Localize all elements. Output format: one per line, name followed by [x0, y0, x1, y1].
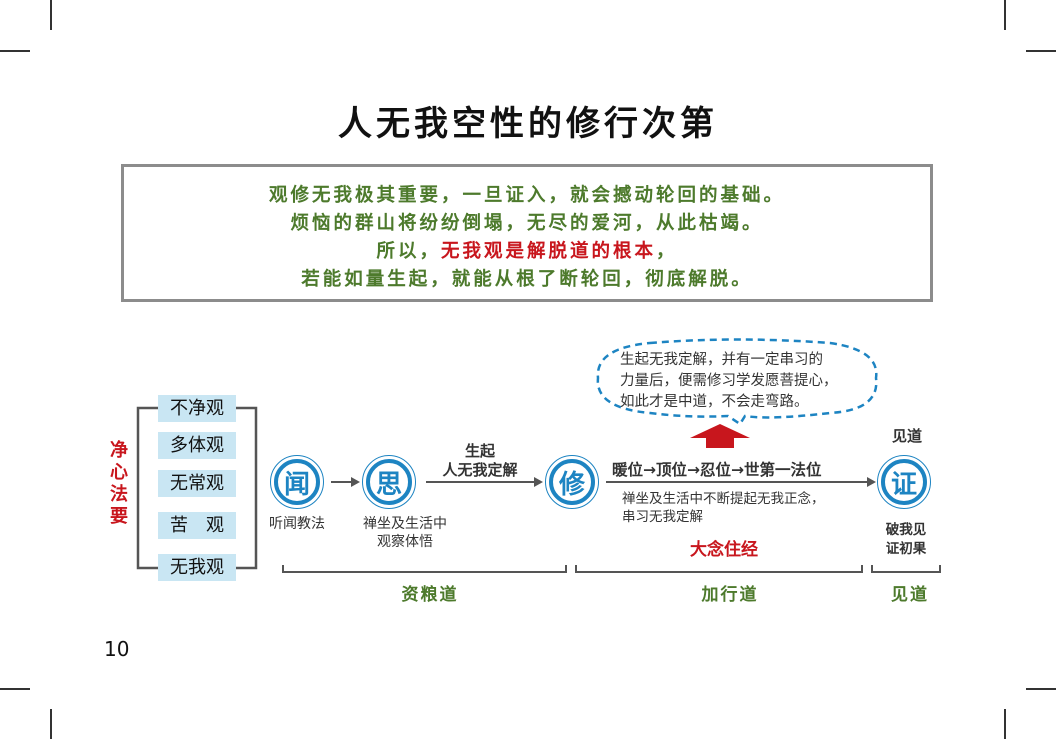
- intro-line-3: 所以，无我观是解脱道的根本，: [124, 237, 930, 263]
- method-wuwo: 无我观: [158, 554, 236, 581]
- crop-mark: [1004, 709, 1006, 739]
- arrow-label: 生起 人无我定解: [428, 442, 532, 480]
- zheng-caption-line-1: 破我见: [885, 522, 927, 538]
- intro-line-3-prefix: 所以，: [376, 241, 441, 262]
- path-jiandao: 见道: [891, 585, 929, 605]
- crop-mark: [50, 0, 52, 30]
- si-caption-line-1: 禅坐及生活中: [363, 516, 447, 532]
- bubble-line-2: 力量后，便需修习学发愿菩提心，: [620, 373, 838, 389]
- vertical-char: 净: [110, 440, 128, 461]
- practice-line-1: 禅坐及生活中不断提起无我正念，: [622, 491, 825, 507]
- crop-mark: [50, 709, 52, 739]
- arrow-label-line-1: 生起: [464, 442, 495, 460]
- arrow-label-line-2: 人无我定解: [442, 461, 518, 479]
- method-duoti: 多体观: [158, 432, 236, 459]
- page-number: 10: [104, 637, 130, 661]
- zheng-ring: [877, 455, 931, 509]
- intro-line-2: 烦恼的群山将纷纷倒塌，无尽的爱河，从此枯竭。: [290, 213, 764, 234]
- jiandao-top-label: 见道: [891, 427, 922, 445]
- practice-text: 禅坐及生活中不断提起无我正念， 串习无我定解: [622, 490, 825, 526]
- si-caption-line-2: 观察体悟: [377, 534, 433, 550]
- intro-box: 观修无我极其重要，一旦证入，就会撼动轮回的基础。 烦恼的群山将纷纷倒塌，无尽的爱…: [121, 164, 933, 302]
- method-wuchang: 无常观: [158, 470, 236, 497]
- method-bujing: 不净观: [158, 395, 236, 422]
- jingxin-fayao-label: 净 心 法 要: [108, 440, 130, 528]
- xiu-ring: [545, 455, 599, 509]
- bubble-text: 生起无我定解，并有一定串习的 力量后，便需修习学发愿菩提心， 如此才是中道，不会…: [620, 350, 870, 413]
- zheng-caption-line-2: 证初果: [885, 541, 927, 557]
- intro-line-4: 若能如量生起，就能从根了断轮回，彻底解脱。: [301, 269, 753, 290]
- practice-line-2: 串习无我定解: [622, 509, 703, 525]
- wen-ring: [270, 455, 324, 509]
- method-ku: 苦 观: [158, 512, 236, 539]
- dianian-label: 大念住经: [690, 540, 758, 560]
- path-ziliang: 资粮道: [401, 585, 459, 605]
- intro-line-1: 观修无我极其重要，一旦证入，就会撼动轮回的基础。: [268, 185, 785, 206]
- intro-highlight: 无我观是解脱道的根本: [440, 241, 656, 262]
- crop-mark: [1026, 688, 1056, 690]
- wen-caption: 听闻教法: [269, 516, 325, 532]
- stages-text: 暖位→顶位→忍位→世第一法位: [612, 461, 822, 479]
- vertical-char: 要: [110, 506, 128, 527]
- wen-circle: 闻: [274, 459, 320, 505]
- crop-mark: [0, 688, 30, 690]
- vertical-char: 法: [110, 484, 128, 505]
- xiu-circle: 修: [549, 459, 595, 505]
- intro-line-3-suffix: ，: [656, 241, 678, 262]
- crop-mark: [0, 50, 30, 52]
- path-jiaxing: 加行道: [701, 585, 759, 605]
- page-title: 人无我空性的修行次第: [338, 104, 718, 144]
- si-caption: 禅坐及生活中 观察体悟: [340, 515, 470, 551]
- crop-mark: [1026, 50, 1056, 52]
- zheng-caption: 破我见 证初果: [876, 521, 936, 559]
- si-ring: [362, 455, 416, 509]
- vertical-char: 心: [110, 462, 128, 483]
- bubble-line-3: 如此才是中道，不会走弯路。: [620, 394, 809, 410]
- bubble-line-1: 生起无我定解，并有一定串习的: [620, 352, 823, 368]
- crop-mark: [1004, 0, 1006, 30]
- zheng-circle: 证: [881, 459, 927, 505]
- si-circle: 思: [366, 459, 412, 505]
